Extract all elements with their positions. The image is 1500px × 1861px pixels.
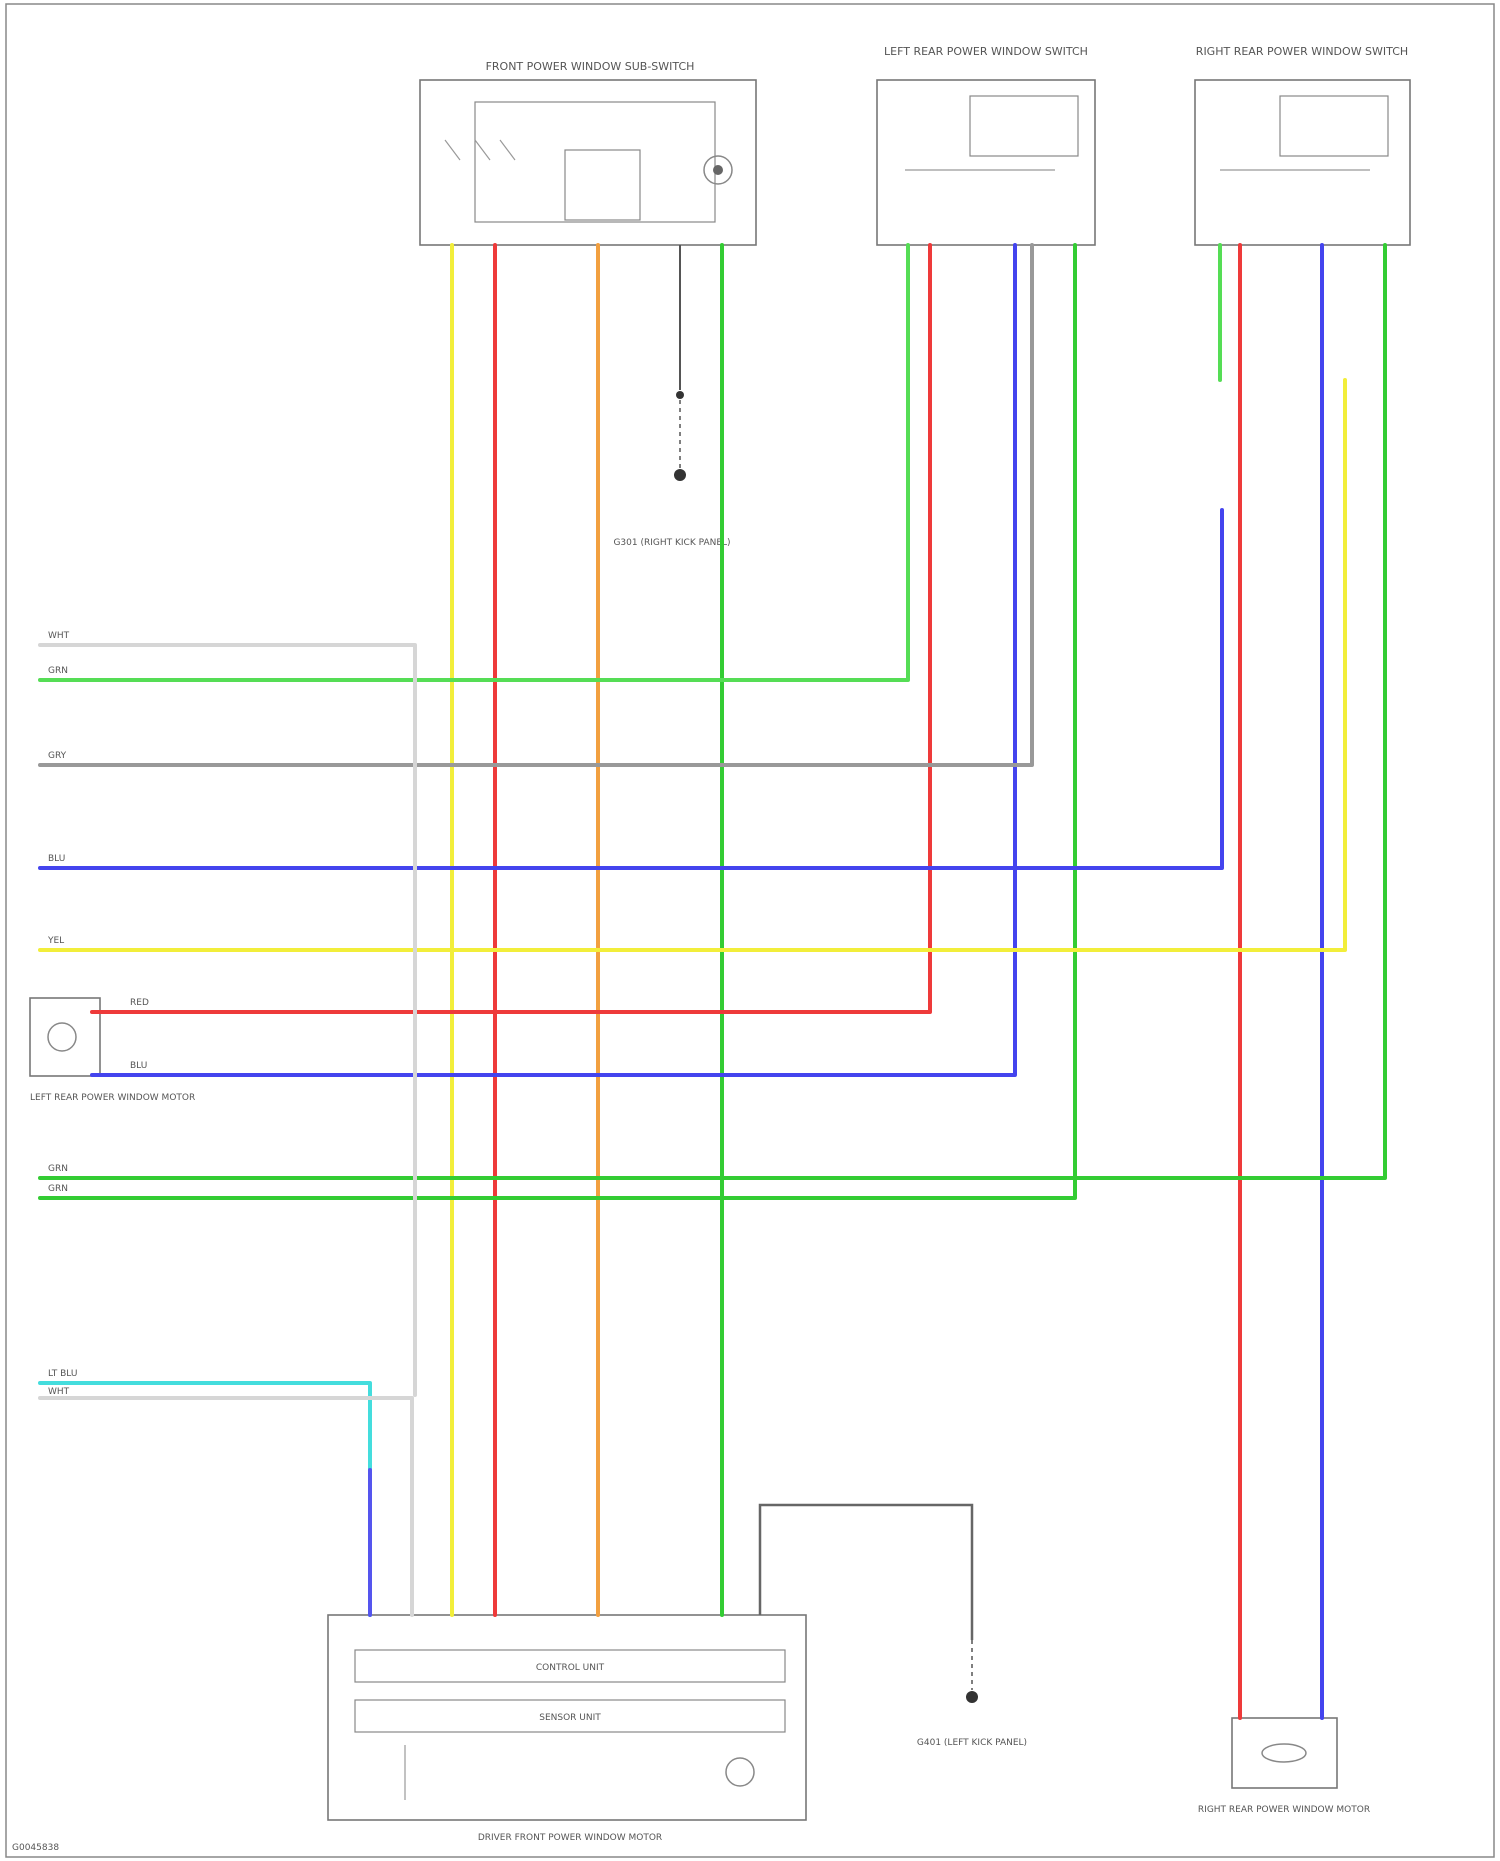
left-wire-label: LT BLU <box>48 1369 77 1379</box>
right-rear-window-motor: RIGHT REAR POWER WINDOW MOTOR <box>1198 1718 1370 1815</box>
ground-a: G301 (RIGHT KICK PANEL) <box>613 245 730 548</box>
left-wire-label: BLU <box>48 854 65 864</box>
left-wire-label: GRN <box>48 1184 68 1194</box>
sensor-unit-label: SENSOR UNIT <box>539 1713 601 1723</box>
left-rear-motor-label: LEFT REAR POWER WINDOW MOTOR <box>30 1093 195 1103</box>
front-switch-label: FRONT POWER WINDOW SUB-SWITCH <box>486 60 695 73</box>
left-rear-switch-label: LEFT REAR POWER WINDOW SWITCH <box>884 45 1088 58</box>
left-wire-label: GRY <box>48 751 67 761</box>
diagram-id: G0045838 <box>12 1843 59 1853</box>
right-rear-motor-label: RIGHT REAR POWER WINDOW MOTOR <box>1198 1805 1370 1815</box>
left-wire-label: BLU <box>130 1061 147 1071</box>
outer-frame <box>6 4 1494 1857</box>
driver-window-motor: CONTROL UNIT SENSOR UNIT DRIVER FRONT PO… <box>328 1615 806 1843</box>
wire-lr-green-top <box>40 245 908 680</box>
wire-rr-yellow <box>40 380 1345 950</box>
wire-light-blue <box>40 1383 370 1615</box>
right-rear-window-switch: RIGHT REAR POWER WINDOW SWITCH <box>1195 45 1410 245</box>
wire-lr-red <box>92 245 930 1012</box>
wire-rr-blue <box>40 510 1222 868</box>
control-unit-label: CONTROL UNIT <box>536 1663 605 1673</box>
front-window-switch: FRONT POWER WINDOW SUB-SWITCH <box>420 60 756 245</box>
wire-rr-green-bottom <box>40 245 1385 1178</box>
left-wire-label: GRN <box>48 666 68 676</box>
left-rear-window-switch: LEFT REAR POWER WINDOW SWITCH <box>877 45 1095 245</box>
left-wire-label: GRN <box>48 1164 68 1174</box>
driver-motor-label: DRIVER FRONT POWER WINDOW MOTOR <box>478 1833 662 1843</box>
left-wire-label: RED <box>130 998 149 1008</box>
wire-lr-gray <box>40 245 1032 765</box>
ground-a-label: G301 (RIGHT KICK PANEL) <box>613 538 730 548</box>
wire-white-bottom <box>40 1398 412 1615</box>
left-wire-label: YEL <box>47 936 64 946</box>
ground-b-label: G401 (LEFT KICK PANEL) <box>917 1738 1027 1748</box>
left-wire-label: WHT <box>48 1387 70 1397</box>
right-rear-switch-label: RIGHT REAR POWER WINDOW SWITCH <box>1196 45 1408 58</box>
wire-lr-green-bottom <box>40 245 1075 1198</box>
left-wire-label: WHT <box>48 631 70 641</box>
